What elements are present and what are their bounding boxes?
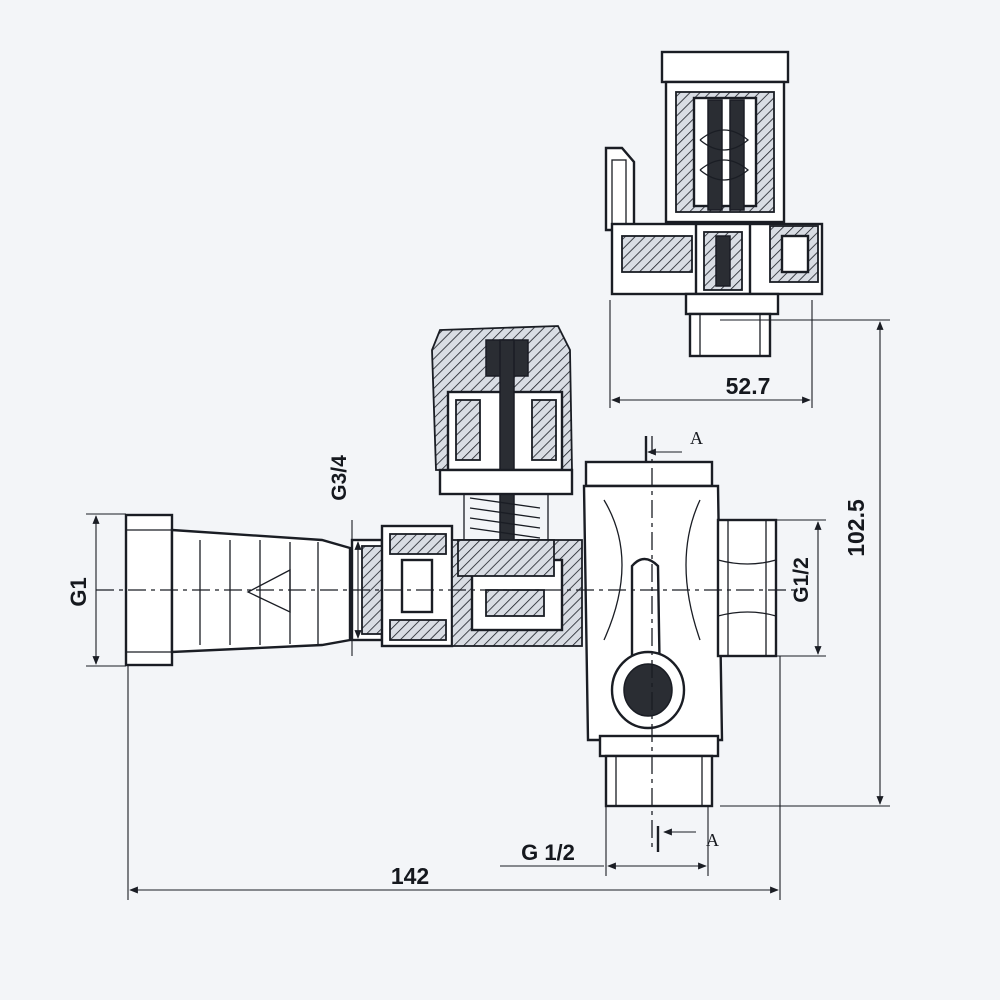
top-view [604, 50, 824, 408]
bottom-thread-label: G 1/2 [521, 840, 575, 865]
right-thread-label: G1/2 [790, 557, 813, 603]
height-label: 102.5 [843, 499, 869, 557]
section-mark-bottom: A [706, 830, 719, 850]
inlet-thread-label: G3/4 [328, 455, 351, 501]
left-thread-label: G1 [66, 577, 91, 606]
front-view [96, 325, 800, 852]
length-label: 142 [391, 863, 429, 889]
dimension-lines [86, 319, 890, 900]
top-width-label: 52.7 [726, 373, 771, 399]
section-mark-top: A [690, 428, 703, 448]
